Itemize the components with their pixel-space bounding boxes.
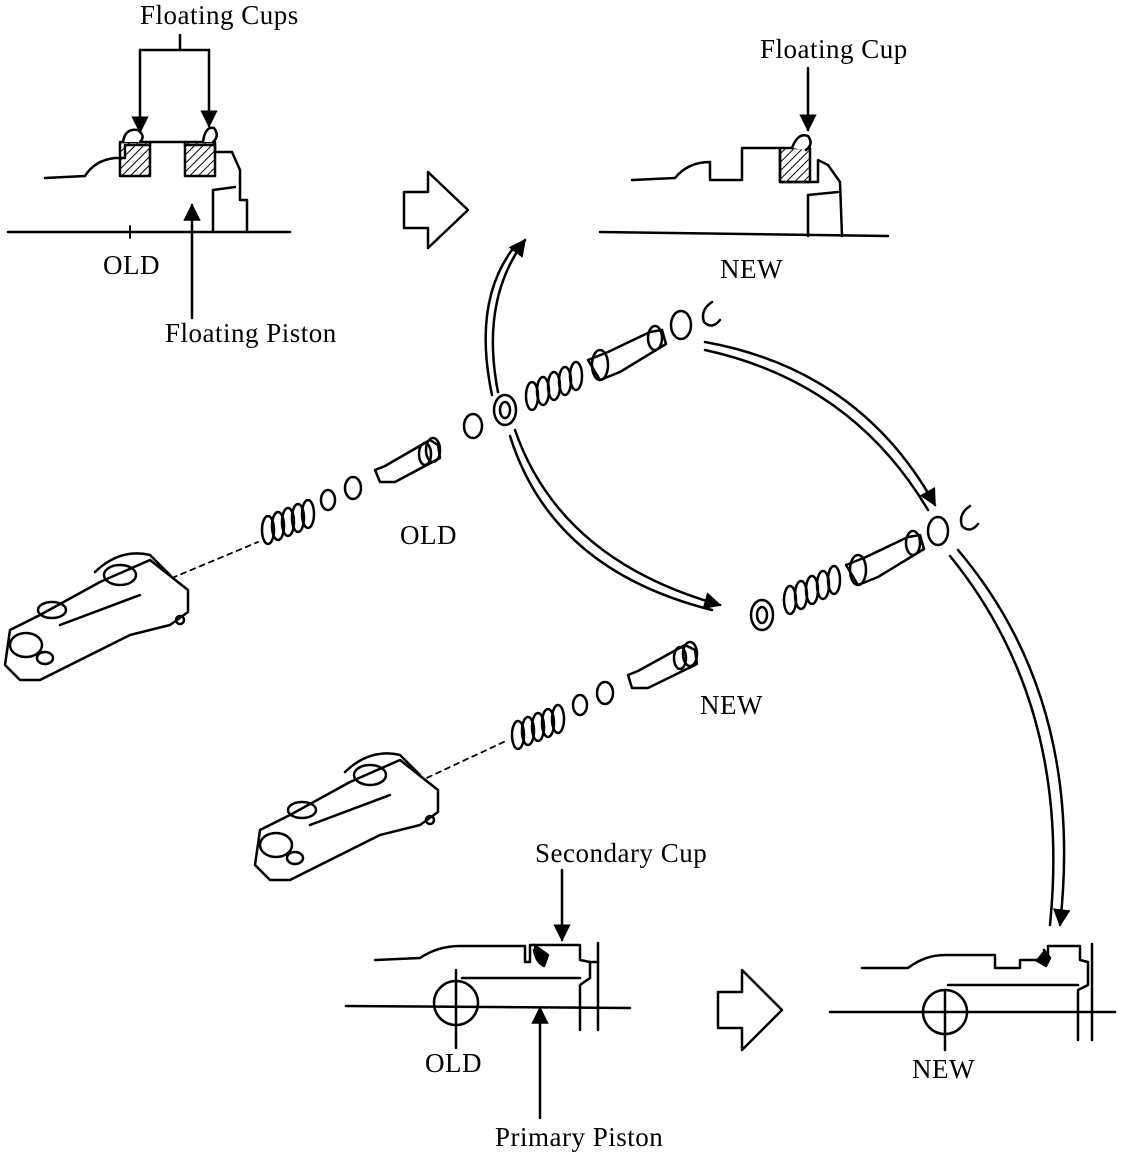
new-floating-piston bbox=[844, 529, 926, 587]
new-washer bbox=[571, 693, 589, 717]
new-floating-section bbox=[598, 66, 890, 238]
floating-cups-label: Floating Cups bbox=[140, 0, 299, 30]
new-primary-section bbox=[828, 942, 1117, 1052]
new-seal-ring bbox=[926, 515, 950, 547]
old-primary-spring bbox=[260, 498, 316, 546]
floating-cup-left bbox=[118, 140, 152, 178]
new-top-label: NEW bbox=[720, 254, 783, 284]
secondary-cup-label: Secondary Cup bbox=[535, 838, 708, 868]
old-floating-cup bbox=[492, 393, 518, 427]
old-assembly-label: OLD bbox=[400, 520, 457, 550]
new-assembly-label: NEW bbox=[700, 690, 763, 720]
old-floating-section bbox=[6, 33, 292, 320]
old-bottom-label: OLD bbox=[425, 1048, 482, 1078]
new-secondary-spring bbox=[782, 564, 842, 616]
old-washer bbox=[319, 488, 337, 512]
old-primary-section bbox=[344, 868, 632, 1120]
new-exploded-assembly bbox=[253, 504, 980, 882]
old-primary-piston bbox=[373, 436, 442, 484]
old-master-cylinder-body bbox=[3, 552, 190, 682]
primary-piston-label: Primary Piston bbox=[495, 1122, 664, 1152]
new-snap-ring bbox=[959, 504, 980, 531]
old-exploded-assembly bbox=[3, 300, 722, 682]
old-secondary-spring bbox=[524, 360, 584, 412]
old-floating-washer bbox=[462, 412, 484, 440]
old-top-label: OLD bbox=[103, 250, 160, 280]
old-cup-seal bbox=[343, 475, 363, 501]
transition-arrow-top bbox=[402, 170, 470, 250]
floating-cup-label: Floating Cup bbox=[760, 34, 908, 64]
curved-arrows bbox=[484, 238, 1071, 927]
old-seal-ring bbox=[669, 309, 693, 341]
old-floating-piston bbox=[586, 324, 668, 382]
new-cup-seal bbox=[595, 680, 615, 706]
new-master-cylinder-body bbox=[253, 752, 440, 882]
new-floating-cup bbox=[778, 146, 812, 184]
new-floating-cup bbox=[749, 598, 775, 632]
new-bottom-label: NEW bbox=[912, 1054, 975, 1084]
floating-cup-right bbox=[183, 140, 217, 178]
floating-piston-label: Floating Piston bbox=[165, 318, 337, 348]
new-primary-piston bbox=[626, 640, 699, 690]
old-snap-ring bbox=[701, 300, 722, 327]
new-primary-spring bbox=[510, 703, 566, 751]
transition-arrow-bottom bbox=[716, 968, 784, 1052]
